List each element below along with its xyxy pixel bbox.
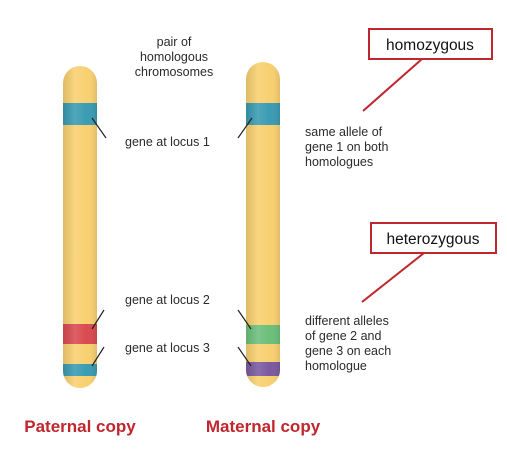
same-allele-line-3: homologues xyxy=(305,155,373,169)
paternal-locus3-pointer xyxy=(91,346,105,367)
paternal-locus2-pointer xyxy=(91,309,105,330)
locus3-label: gene at locus 3 xyxy=(125,341,210,355)
homozygous-callout-box xyxy=(368,28,493,60)
heterozygous-callout-box xyxy=(370,222,497,254)
homozygous-callout-text: homozygous xyxy=(386,37,474,54)
different-alleles-line-1: different alleles xyxy=(305,314,389,328)
different-alleles-line-4: homologue xyxy=(305,359,367,373)
locus2-label: gene at locus 2 xyxy=(125,293,210,307)
maternal-locus1-pointer xyxy=(237,117,253,139)
same-allele-line-2: gene 1 on both xyxy=(305,140,388,154)
homozygous-callout: homozygous xyxy=(362,28,493,112)
header-line-3: chromosomes xyxy=(135,65,214,79)
pointer-lines xyxy=(91,117,253,367)
different-alleles-line-3: gene 3 on each xyxy=(305,344,391,358)
same-allele-line-1: same allele of xyxy=(305,125,383,139)
paternal-locus1-pointer xyxy=(91,117,107,139)
paternal-copy-label: Paternal copy xyxy=(24,417,136,436)
homozygous-callout-pointer xyxy=(362,58,423,112)
heterozygous-callout: heterozygous xyxy=(361,222,497,303)
maternal-locus2-pointer xyxy=(237,309,252,330)
paternal-chromosome-shading xyxy=(63,66,97,388)
header-line-2: homologous xyxy=(140,50,208,64)
different-alleles-line-2: of gene 2 and xyxy=(305,329,382,343)
heterozygous-callout-pointer xyxy=(361,252,425,303)
paternal-chromosome xyxy=(63,66,97,388)
header-line-1: pair of xyxy=(157,35,192,49)
maternal-copy-label: Maternal copy xyxy=(206,417,321,436)
heterozygous-callout-text: heterozygous xyxy=(386,231,479,248)
maternal-chromosome xyxy=(246,62,280,387)
maternal-chromosome-shading xyxy=(246,62,280,387)
locus1-label: gene at locus 1 xyxy=(125,135,210,149)
maternal-locus3-pointer xyxy=(237,346,252,367)
